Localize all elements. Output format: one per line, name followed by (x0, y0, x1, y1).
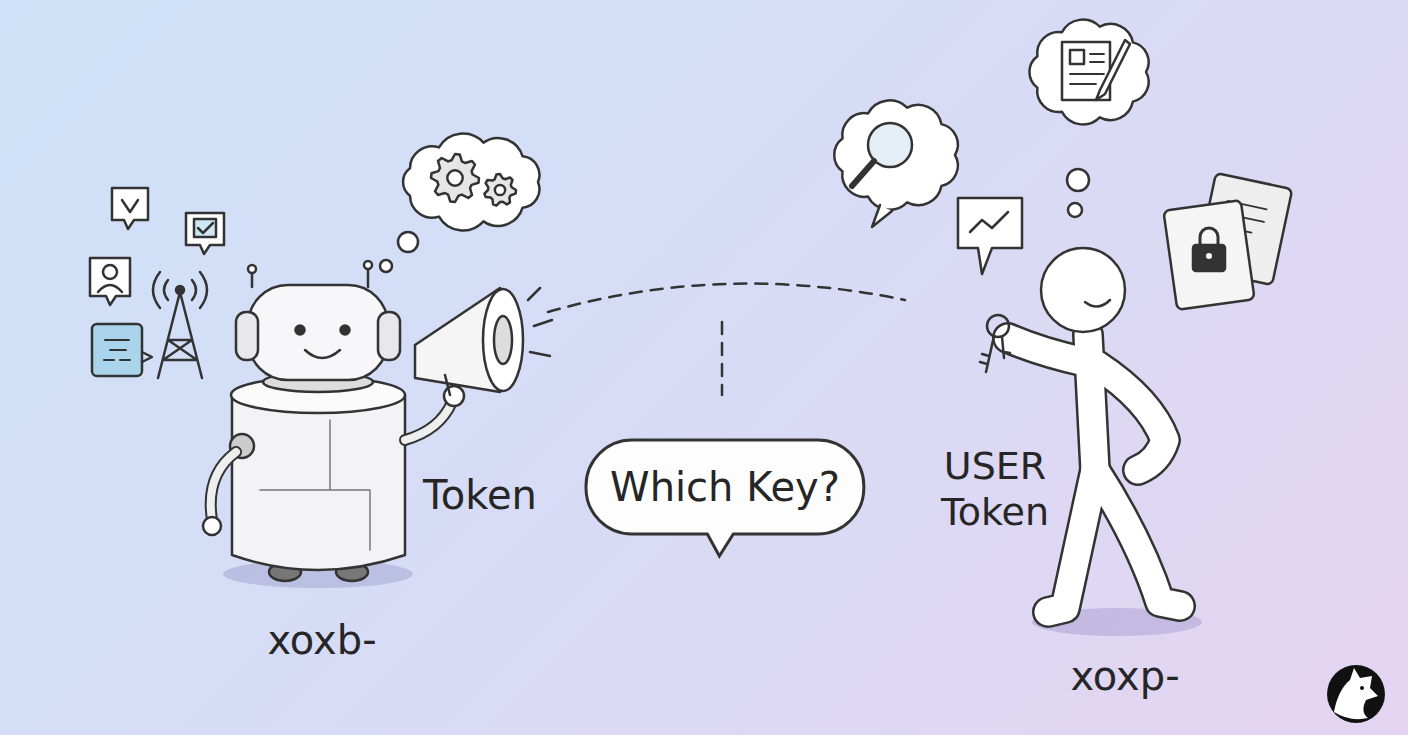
robot-part (260, 420, 370, 550)
bubble-shape (586, 440, 864, 556)
signal-icons-part (98, 285, 122, 292)
thought-clouds-part (495, 185, 505, 195)
person-part-part (1008, 338, 1085, 362)
thought-clouds-part (1070, 54, 1104, 84)
dashed-link (548, 284, 905, 395)
person-part-part (1095, 470, 1180, 606)
person-part (987, 315, 1009, 337)
dashed-link-part (548, 284, 905, 312)
robot-part (380, 260, 392, 272)
thought-clouds-part (872, 205, 892, 227)
robot-part (405, 402, 452, 440)
thought-clouds-part (484, 174, 516, 206)
thought-clouds-part (447, 170, 462, 185)
locked-documents-part (1200, 228, 1218, 245)
wolf-logo-part (1360, 686, 1364, 690)
robot-part (211, 452, 236, 520)
robot-part (296, 326, 305, 335)
thought-clouds (403, 20, 1149, 231)
robot-part (252, 268, 368, 287)
person-part (1068, 203, 1082, 217)
thought-clouds-part (834, 100, 958, 209)
robot-part (211, 452, 236, 520)
speech-bubble: Which Key? (586, 440, 864, 534)
person-part (1067, 169, 1089, 191)
person-part (1041, 248, 1125, 332)
robot-part (445, 375, 450, 395)
bubble-text: Which Key? (610, 464, 840, 510)
thought-clouds-part (1096, 40, 1130, 100)
locked-documents-part (1206, 253, 1212, 259)
robot-part (398, 232, 418, 252)
signal-icons-part (194, 219, 216, 237)
person-part-part (1097, 365, 1165, 470)
wolf-logo-part (1334, 668, 1378, 719)
person-part-part (1048, 470, 1095, 612)
signal-icons-part (103, 265, 117, 279)
signal-icons-part (186, 213, 224, 254)
signal-icons-part (104, 340, 130, 360)
thought-clouds-part (1029, 20, 1148, 125)
wolf-logo (1327, 665, 1385, 723)
locked-documents-part (1193, 245, 1225, 271)
locked-documents-part (1163, 200, 1254, 310)
signal-icons-part (158, 292, 202, 378)
locked-documents (1163, 173, 1292, 310)
token-label: USER Token (910, 444, 1080, 535)
signal-icons-part (122, 200, 138, 212)
robot-part (236, 312, 258, 360)
robot-part (483, 289, 523, 391)
dashed-link-part (721, 322, 724, 395)
robot-part (305, 350, 340, 358)
robot-part (528, 288, 552, 356)
signal-icons-part (198, 223, 213, 233)
robot-part (248, 265, 256, 273)
robot-part (378, 312, 400, 360)
wolf-logo-part (1327, 665, 1385, 723)
signal-icons-part (90, 258, 130, 305)
robot-part (444, 386, 464, 406)
token-label: Token (423, 471, 537, 519)
thought-clouds-part (1070, 50, 1084, 64)
robot-part (232, 395, 405, 570)
signal-icons-part (92, 324, 142, 376)
token-label: xoxb- (267, 616, 376, 664)
person-part-part (1008, 338, 1085, 362)
signal-icons-part (142, 352, 152, 362)
person (958, 169, 1202, 636)
person-part (970, 212, 1008, 232)
person-part-part (1048, 470, 1095, 612)
signal-icons-part (176, 286, 184, 294)
person-part (980, 336, 994, 372)
robot-part (248, 285, 388, 380)
robot-part (341, 326, 350, 335)
person-part (1002, 337, 1010, 358)
person-part-part (1095, 470, 1180, 606)
signal-icons-part (153, 272, 207, 308)
token-label: xoxp- (1070, 652, 1179, 700)
robot (203, 232, 552, 588)
thought-clouds-part (431, 154, 479, 202)
person-part (1085, 300, 1110, 307)
robot-part (405, 402, 452, 440)
signal-icons (90, 188, 224, 378)
robot-part (203, 517, 221, 535)
robot-part (364, 261, 372, 269)
person-part (958, 198, 1022, 274)
robot-part (494, 316, 512, 364)
thought-clouds-part (852, 161, 874, 186)
thought-clouds-part (403, 134, 539, 231)
signal-icons-part (112, 188, 148, 229)
